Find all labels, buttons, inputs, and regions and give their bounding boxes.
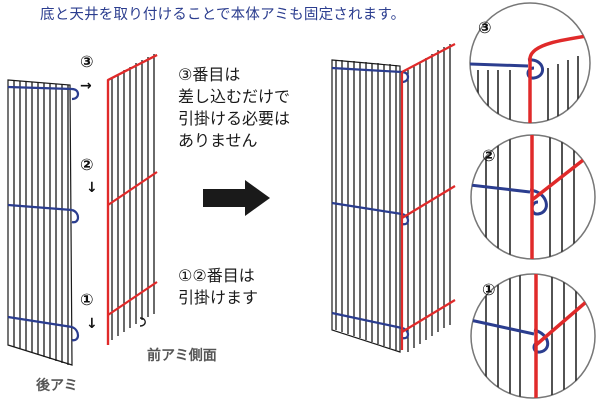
- back-panel-label: 後アミ: [36, 378, 78, 394]
- assembled-cage: [331, 43, 456, 353]
- down-arrow-icon: ↓: [86, 180, 98, 196]
- down-arrow-icon: ↓: [86, 316, 98, 332]
- note-step12: ①②番目は 引掛けます: [178, 266, 259, 307]
- detail-circle-2: [470, 134, 596, 260]
- front-panel-side: [106, 54, 158, 345]
- detail-marker-2: ②: [482, 146, 496, 165]
- main-arrow-icon: [203, 180, 270, 216]
- detail-marker-3: ③: [478, 18, 492, 37]
- step-marker-3: ③: [80, 52, 94, 71]
- step-marker-2: ②: [80, 155, 94, 174]
- back-panel: [7, 79, 80, 366]
- detail-circle-1: [470, 273, 596, 399]
- step-marker-1: ①: [80, 290, 94, 309]
- note-step3: ③番目は 差し込むだけで 引掛ける必要は ありません: [178, 65, 291, 150]
- detail-marker-1: ①: [482, 280, 496, 299]
- caption: 底と天井を取り付けることで本体アミも固定されます。: [40, 7, 406, 23]
- right-arrow-icon: →: [80, 78, 92, 94]
- front-panel-label: 前アミ側面: [147, 348, 217, 364]
